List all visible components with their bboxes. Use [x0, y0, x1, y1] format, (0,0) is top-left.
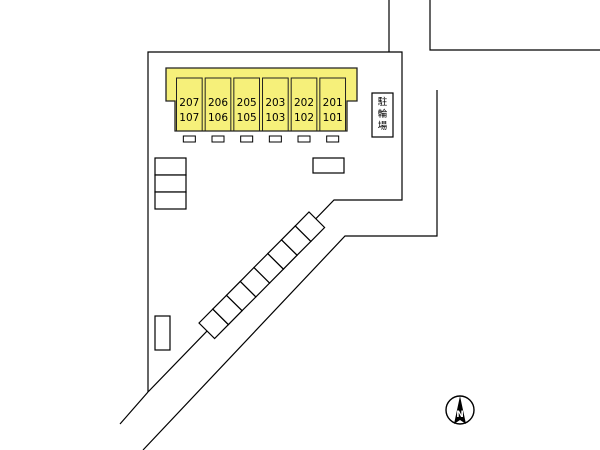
unit-number-lower: 106	[208, 112, 228, 124]
unit-cell	[290, 77, 318, 132]
unit-cell	[262, 77, 289, 132]
unit-cell	[233, 77, 261, 132]
road-edge-top-right	[429, 0, 600, 51]
unit-number-lower: 101	[323, 112, 343, 124]
parking-slot-lower-left	[154, 315, 171, 351]
unit-number-upper: 205	[237, 97, 257, 109]
parking-slot	[154, 191, 187, 210]
compass-letter: N	[456, 410, 464, 420]
parking-slot	[154, 157, 187, 176]
unit-number-lower: 105	[237, 112, 257, 124]
unit-entrance	[326, 135, 340, 143]
unit-cell	[319, 77, 347, 132]
bicycle-parking: 駐 輪 場	[371, 92, 394, 138]
compass-needle	[454, 396, 466, 424]
bicycle-parking-label-3: 場	[378, 120, 388, 132]
bicycle-parking-label-2: 輪	[378, 108, 388, 120]
parking-slot-small	[312, 157, 345, 174]
unit-entrance	[297, 135, 311, 143]
parking-slot	[294, 211, 326, 243]
unit-number-lower: 107	[179, 112, 199, 124]
unit-number-lower: 102	[294, 112, 314, 124]
bicycle-parking-box	[371, 92, 394, 138]
unit-number-upper: 201	[323, 97, 343, 109]
unit-entrance	[240, 135, 254, 143]
parking-diagonal-row	[198, 211, 326, 340]
unit-number-upper: 207	[179, 97, 199, 109]
road-edge-lower-left	[119, 391, 149, 425]
road-edge-right	[142, 90, 438, 450]
unit-number-upper: 206	[208, 97, 228, 109]
unit-number-upper: 202	[294, 97, 314, 109]
parking-left-stack	[154, 157, 187, 210]
unit-entrance	[211, 135, 225, 143]
unit-cell	[204, 77, 232, 132]
unit-number-upper: 203	[265, 97, 285, 109]
unit-number-lower: 103	[265, 112, 285, 124]
building-outline	[165, 67, 358, 132]
parking-slot	[154, 174, 187, 193]
apartment-building: 207 107 206 106 205 105 203 103 202 102 201 101	[165, 67, 358, 143]
unit-entrance	[182, 135, 196, 143]
north-arrow-icon: N	[445, 395, 475, 425]
bicycle-parking-label-1: 駐	[378, 96, 388, 108]
unit-cell	[176, 77, 203, 132]
unit-entrance	[268, 135, 282, 143]
